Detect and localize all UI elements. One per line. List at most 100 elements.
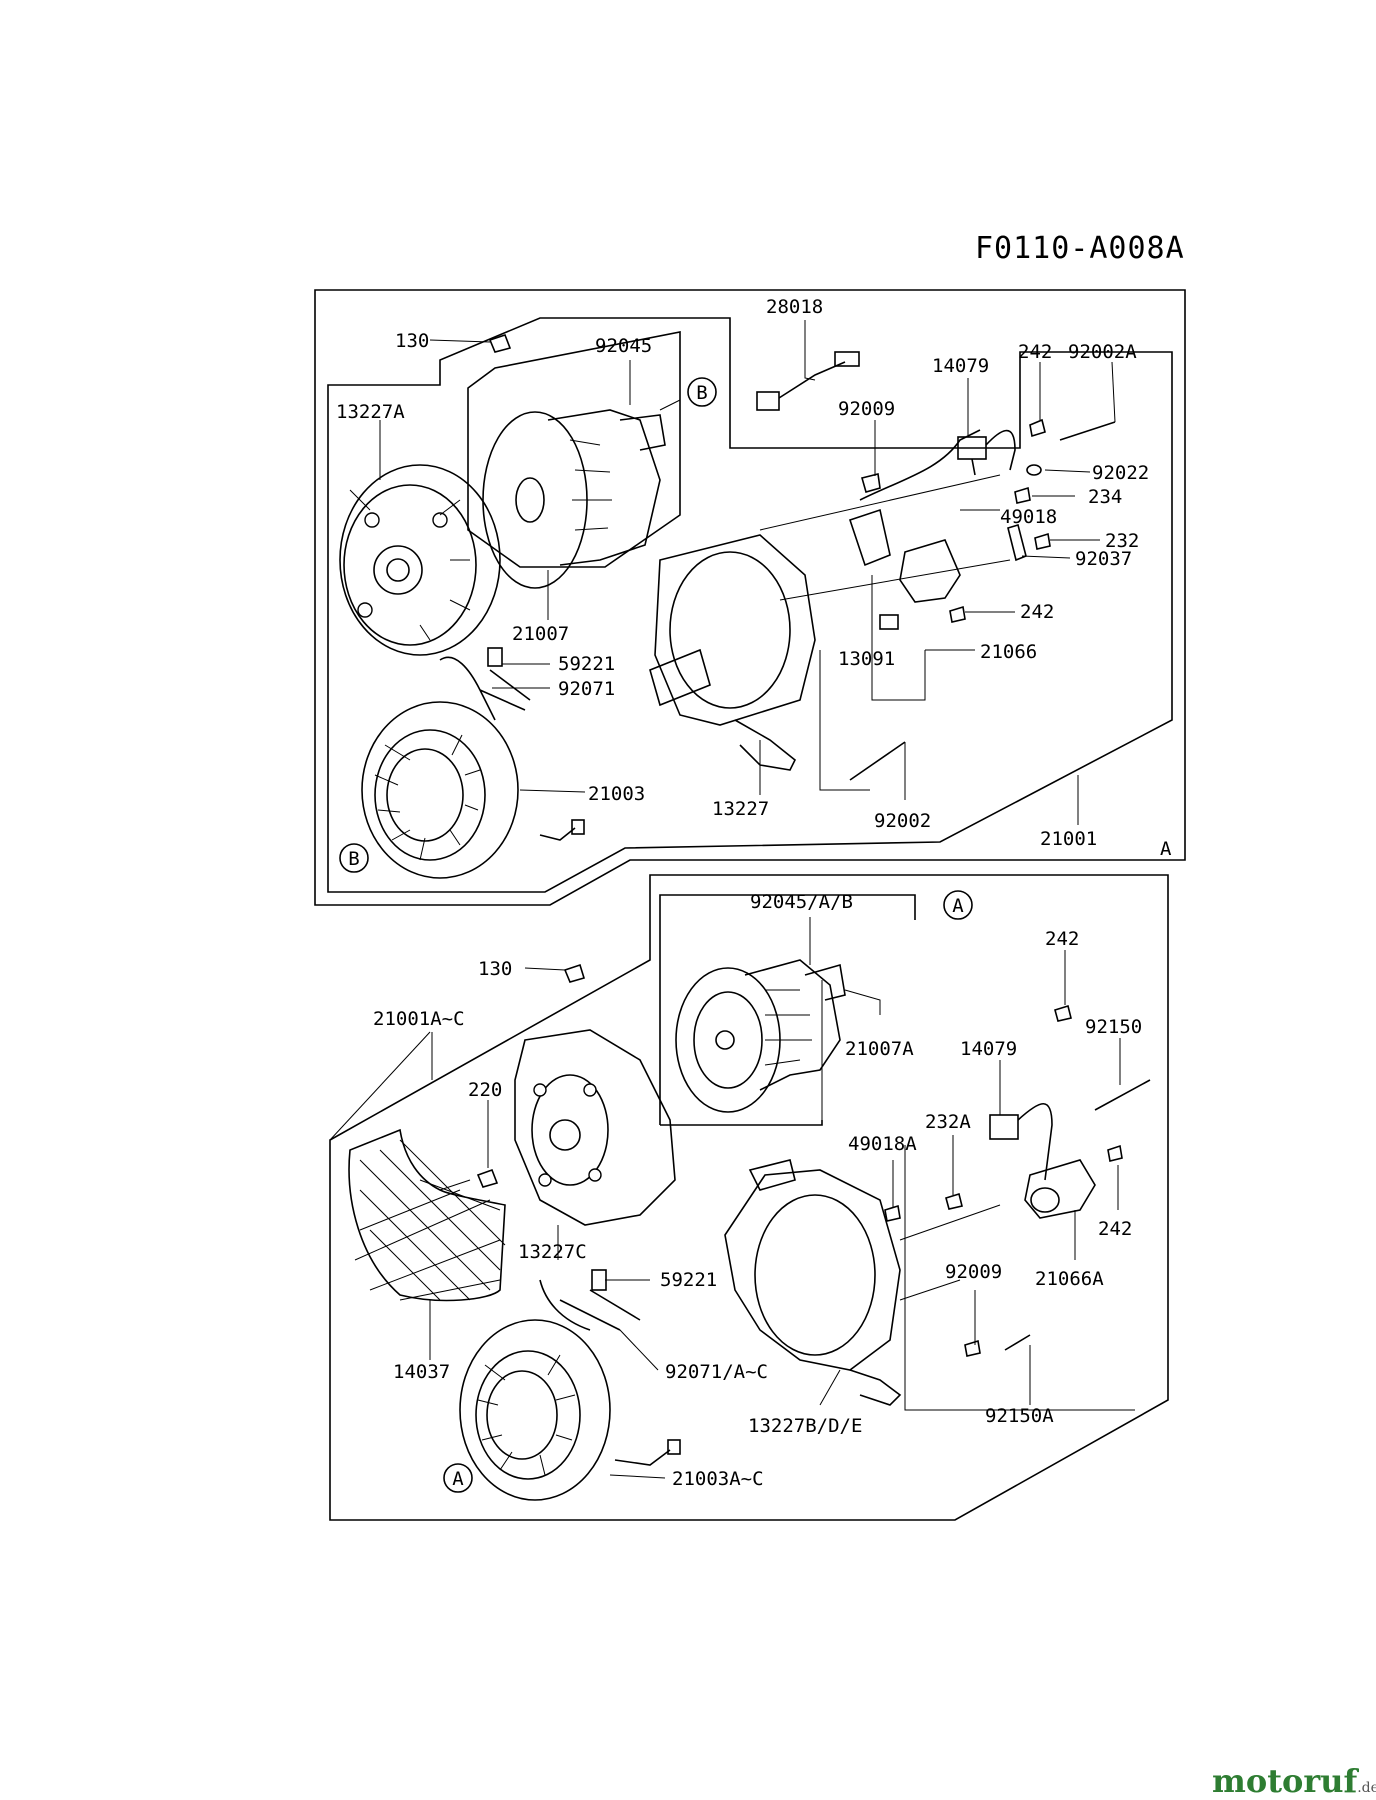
rotor-shaft: [804, 963, 846, 1001]
leader: [1111, 361, 1116, 423]
callout-circle-b: [687, 377, 717, 407]
cover-inner: [343, 484, 477, 646]
stator-bore: [486, 1370, 558, 1460]
callout-b: B: [696, 382, 707, 404]
callout-circle-a-stator: [443, 1463, 473, 1493]
label-21007a: 21007A: [845, 1038, 914, 1060]
label-28018: 28018: [766, 296, 823, 318]
stator-plug-lead: [614, 1449, 671, 1466]
top-assembly: B B 130 92045 28018 14079 242 92002A 132…: [314, 289, 1186, 906]
label-13091: 13091: [838, 648, 895, 670]
watermark-brand: motoruf: [1212, 1762, 1358, 1800]
screw-232a: [945, 1192, 963, 1210]
part-21066-regulator: [848, 429, 981, 630]
stator-inner: [475, 1350, 581, 1480]
frame-bore: [669, 551, 791, 709]
frame-ring: [724, 1169, 901, 1371]
section-label-a: A: [1160, 838, 1172, 860]
bottom-rotor-bracket: [659, 894, 916, 1126]
label-92009: 92009: [838, 398, 895, 420]
lead-terminal: [591, 1269, 607, 1291]
bolt-130-bottom: [563, 963, 586, 983]
regulator-boss: [1030, 1187, 1060, 1213]
frame-foot-left: [649, 648, 711, 707]
bolt-92150-shaft: [1094, 1079, 1151, 1111]
callout-circle-a: [943, 890, 973, 920]
label-21001: 21001: [1040, 828, 1097, 850]
label-92045: 92045: [595, 335, 652, 357]
bolt-92009: [861, 473, 881, 493]
bolt-242-bottom-top: [1054, 1004, 1072, 1022]
cover-outline: [339, 464, 501, 656]
leader: [1021, 555, 1071, 559]
clip-49018a: [884, 1204, 901, 1222]
rotor-body: [547, 409, 661, 566]
rotor-fan-hub: [515, 477, 545, 523]
label-14079: 14079: [932, 355, 989, 377]
frame-foot-right: [734, 719, 797, 771]
cover-bolt-hole: [432, 512, 448, 528]
screw-220: [476, 1168, 499, 1188]
stator-plug: [571, 819, 585, 835]
leader: [609, 1474, 666, 1479]
stator-outer: [361, 701, 519, 879]
bolt-92002-shaft: [849, 741, 906, 781]
diagram-code: F0110-A008A: [975, 231, 1185, 266]
label-234: 234: [1088, 486, 1122, 508]
label-92150: 92150: [1085, 1016, 1142, 1038]
frame-ring: [654, 534, 816, 726]
cover-bolt-hole: [364, 512, 380, 528]
stator-inner: [374, 729, 486, 861]
rotor-core: [744, 959, 841, 1091]
regulator-body: [899, 539, 961, 603]
label-220: 220: [468, 1079, 502, 1101]
bottom-regulator-bracket: [904, 1145, 1135, 1411]
cover-hub: [373, 545, 423, 595]
label-92071: 92071: [558, 678, 615, 700]
label-21066a: 21066A: [1035, 1268, 1104, 1290]
connector-body: [756, 391, 780, 411]
part-13227bde-frame: [724, 1159, 1001, 1406]
label-242-mid: 242: [1020, 601, 1054, 623]
label-242-bottom-top: 242: [1045, 928, 1079, 950]
end-cover-bore: [549, 1119, 581, 1151]
part-14037-screen: [348, 1128, 506, 1302]
label-13227: 13227: [712, 798, 769, 820]
label-92002a: 92002A: [1068, 341, 1137, 363]
part-13227-frame: [649, 474, 1011, 771]
end-cover-outline: [514, 1029, 676, 1226]
bolt-242-bottom: [1107, 1144, 1123, 1162]
screen-outline: [348, 1128, 506, 1302]
part-21003ac-stator: [459, 1269, 681, 1501]
label-130-bottom: 130: [478, 958, 512, 980]
brush-holder: [848, 508, 891, 567]
label-242-bottom: 242: [1098, 1218, 1132, 1240]
leader: [804, 320, 816, 381]
part-21003-stator: [361, 647, 585, 879]
washer-92022: [1026, 464, 1042, 476]
stator-plug-lead: [539, 827, 576, 841]
part-14079-switch-bottom: [989, 1103, 1053, 1181]
callout-circle-b-stator: [339, 843, 369, 873]
rotor-fan-disc: [482, 411, 588, 589]
screw-242: [949, 605, 966, 623]
screen-mesh: [354, 1139, 506, 1301]
label-92071ac: 92071/A~C: [665, 1361, 768, 1383]
label-92002: 92002: [874, 810, 931, 832]
stator-bore: [386, 748, 464, 842]
label-13227a: 13227A: [336, 401, 405, 423]
leader-lines-bottom: [329, 917, 1121, 1479]
leader-lines-top: [379, 320, 1116, 825]
part-21066a-regulator: [1024, 1159, 1096, 1219]
harness: [859, 429, 981, 501]
watermark-logo: motoruf.de: [1212, 1762, 1376, 1800]
label-21007: 21007: [512, 623, 569, 645]
cover-bolt-hole: [357, 602, 373, 618]
screw-220-shaft: [439, 1179, 471, 1191]
frame-rods: [899, 1204, 1001, 1301]
rotor-windings: [569, 439, 612, 531]
label-13227bde: 13227B/D/E: [748, 1415, 862, 1437]
rotor-group-bracket: [467, 331, 681, 568]
label-49018a: 49018A: [848, 1133, 917, 1155]
